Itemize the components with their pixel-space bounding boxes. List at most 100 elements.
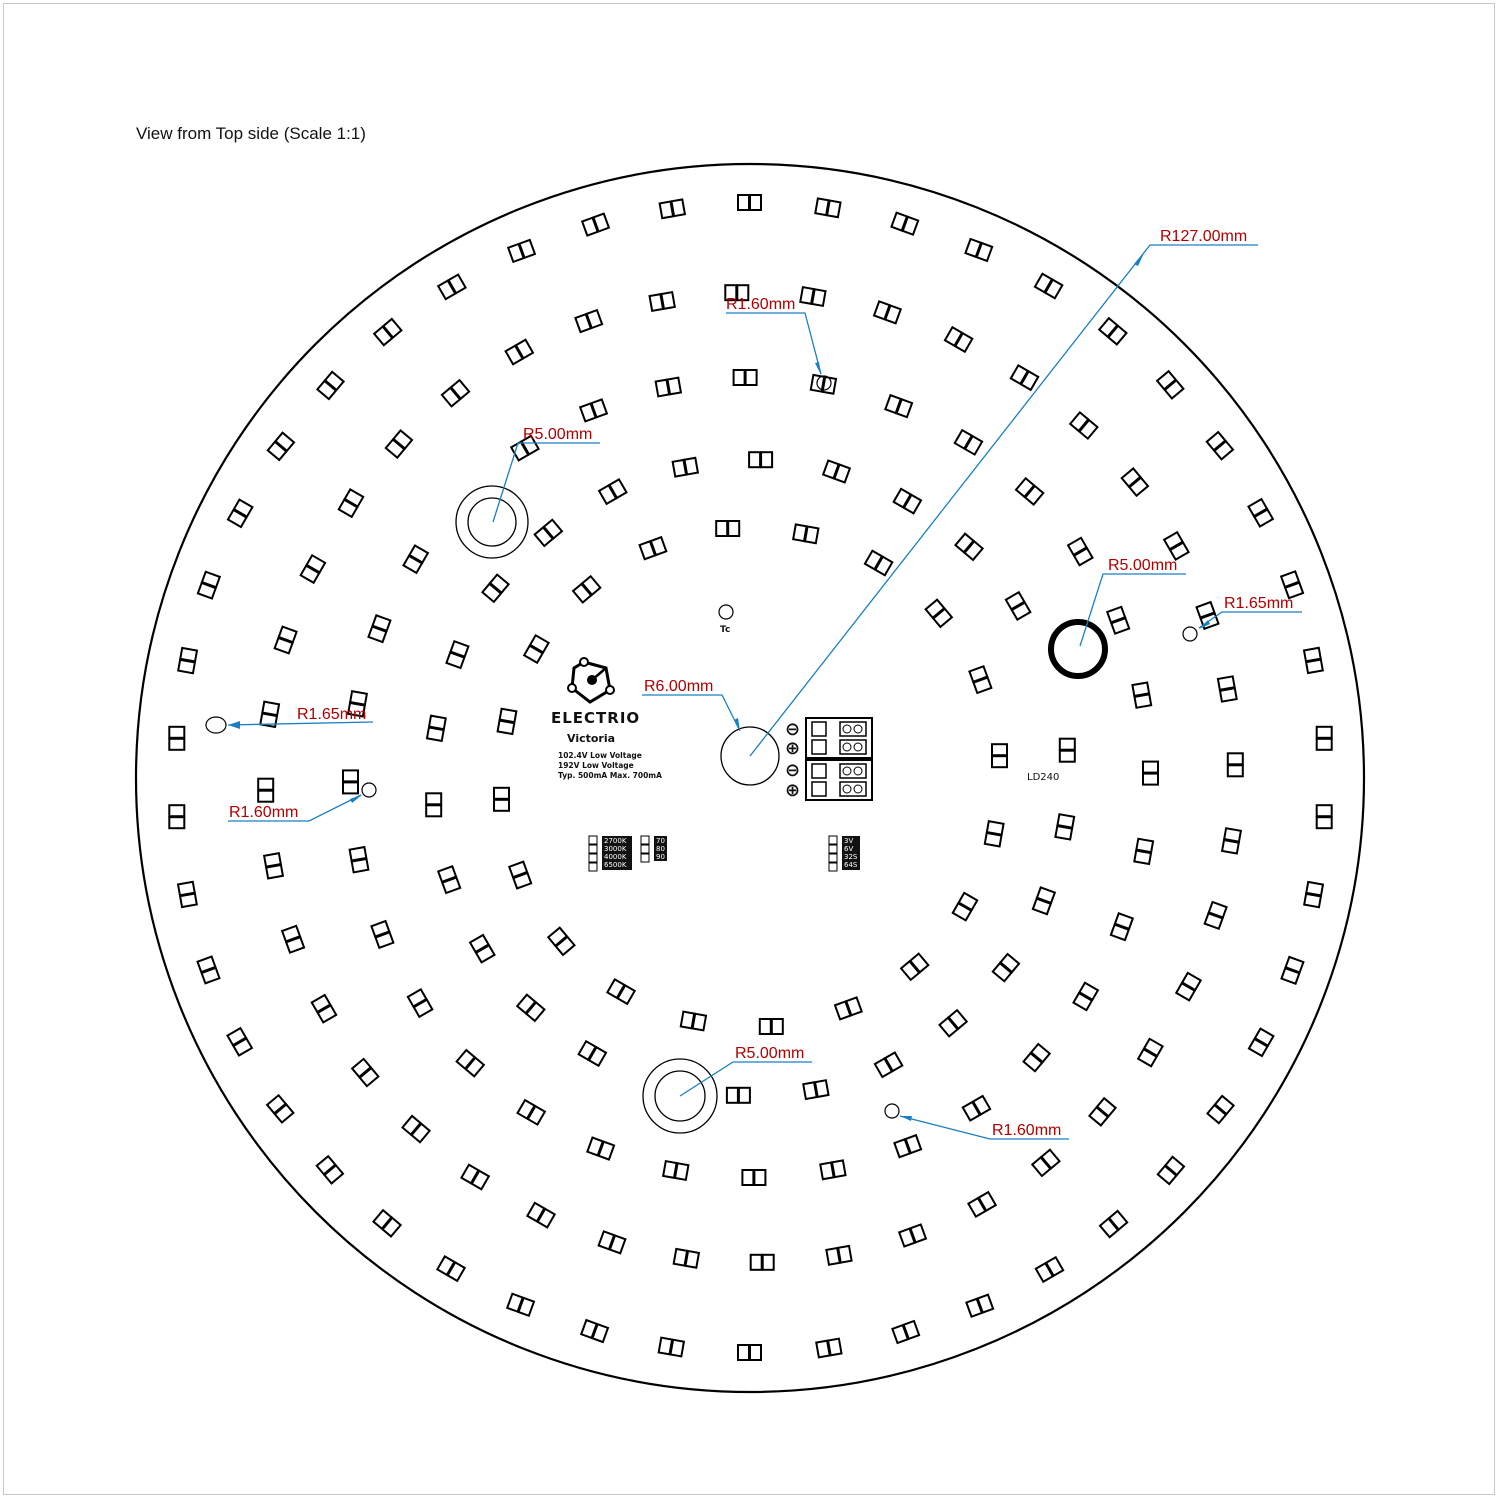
part-number: LD240 xyxy=(1027,772,1059,783)
led-pad xyxy=(310,993,338,1024)
led-pad xyxy=(1058,737,1076,763)
led-pad xyxy=(819,1159,847,1181)
led-pad xyxy=(968,665,993,695)
led-pad xyxy=(1009,364,1040,392)
cri-option-table: 70 80 90 xyxy=(640,835,667,863)
led-pad xyxy=(890,211,920,236)
led-pad xyxy=(1303,880,1325,909)
led-pad xyxy=(725,1086,751,1104)
led-pad xyxy=(924,598,954,629)
led-pad xyxy=(367,614,392,644)
led-pad xyxy=(504,338,535,366)
led-pad xyxy=(737,1344,762,1361)
led-pad xyxy=(273,625,298,655)
led-pad xyxy=(605,978,637,1006)
led-pad xyxy=(892,487,923,515)
mount-hole-top-left xyxy=(455,485,529,559)
led-pad xyxy=(579,1318,610,1344)
led-pad xyxy=(983,820,1005,848)
tc-point xyxy=(718,604,734,620)
led-pad xyxy=(425,714,447,743)
led-pad xyxy=(662,1159,690,1182)
led-pad xyxy=(741,1169,767,1186)
led-pad xyxy=(648,290,676,313)
cct-option-4: 6500K xyxy=(604,861,627,869)
led-pad xyxy=(654,376,683,398)
led-pad xyxy=(833,996,863,1021)
board-outline xyxy=(134,162,1366,1394)
led-pad xyxy=(402,544,430,575)
led-pad xyxy=(480,573,511,604)
led-pad xyxy=(679,1010,708,1032)
led-pad xyxy=(748,451,774,469)
led-pad xyxy=(1004,590,1032,621)
led-pad xyxy=(1133,837,1155,866)
cri-option-2: 80 xyxy=(656,845,665,853)
led-pad xyxy=(440,378,471,408)
center-hole xyxy=(720,726,780,786)
led-pad xyxy=(815,1337,843,1359)
led-pad xyxy=(436,865,462,895)
led-pad xyxy=(577,1039,608,1068)
led-pad xyxy=(406,988,434,1019)
led-pad xyxy=(226,498,254,529)
terminal-block-lower xyxy=(805,759,873,801)
led-pad xyxy=(991,952,1021,983)
cct-option-3: 4000K xyxy=(604,853,627,861)
led-pad xyxy=(758,1018,784,1035)
plus-icon: ⊕ xyxy=(785,738,800,759)
led-pad xyxy=(1203,900,1228,931)
led-pad xyxy=(961,1094,992,1122)
led-pad xyxy=(1030,1148,1061,1178)
dimension-outer-radius: R127.00mm xyxy=(749,228,1258,757)
dimension-label: R1.60mm xyxy=(229,804,298,821)
cri-option-1: 70 xyxy=(656,837,665,845)
led-pad xyxy=(1216,675,1238,703)
led-pad xyxy=(715,520,741,537)
led-pad xyxy=(425,792,443,818)
led-pad xyxy=(792,523,820,545)
led-pad xyxy=(505,1292,536,1318)
led-pad xyxy=(168,725,186,751)
led-pad xyxy=(348,845,370,874)
led-pad xyxy=(638,535,668,561)
led-pad xyxy=(1156,1155,1186,1186)
brand-name: ELECTRIO xyxy=(551,709,640,727)
led-array xyxy=(168,194,1333,1361)
led-pad xyxy=(893,1133,923,1159)
led-pad xyxy=(257,777,275,803)
led-pad xyxy=(315,370,346,401)
minus-icon: ⊖ xyxy=(785,719,800,740)
small-hole-left-lower xyxy=(361,782,377,798)
led-pad xyxy=(196,955,221,985)
led-pad xyxy=(965,1293,995,1318)
small-hole-bottom-right xyxy=(884,1103,900,1119)
led-pad xyxy=(943,325,974,354)
dimension-mount-hole-top-left: R5.00mm xyxy=(492,426,600,523)
led-pad xyxy=(337,488,365,519)
led-pad xyxy=(574,308,604,334)
cct-option-table: 2700K 3000K 4000K 6500K xyxy=(588,835,632,872)
led-pad xyxy=(1279,570,1305,600)
led-pad xyxy=(522,633,550,665)
led-pad xyxy=(863,549,894,577)
led-pad xyxy=(525,1201,557,1229)
led-pad xyxy=(809,373,838,395)
led-pad xyxy=(1034,1255,1065,1284)
led-pad xyxy=(597,477,628,506)
led-pad xyxy=(226,1026,254,1057)
led-pad xyxy=(1072,981,1100,1012)
led-pad xyxy=(177,646,199,675)
led-pad xyxy=(372,317,403,347)
plus-icon: ⊕ xyxy=(785,780,800,801)
dimension-small-hole-top: R1.60mm xyxy=(726,296,822,375)
led-pad xyxy=(658,198,687,220)
led-pad xyxy=(196,570,222,600)
led-pad xyxy=(897,1223,928,1248)
led-pad xyxy=(1120,467,1150,498)
led-pad xyxy=(814,197,842,219)
led-pad xyxy=(899,952,930,982)
led-pad xyxy=(657,1336,686,1358)
dimension-label: R1.60mm xyxy=(992,1122,1061,1139)
